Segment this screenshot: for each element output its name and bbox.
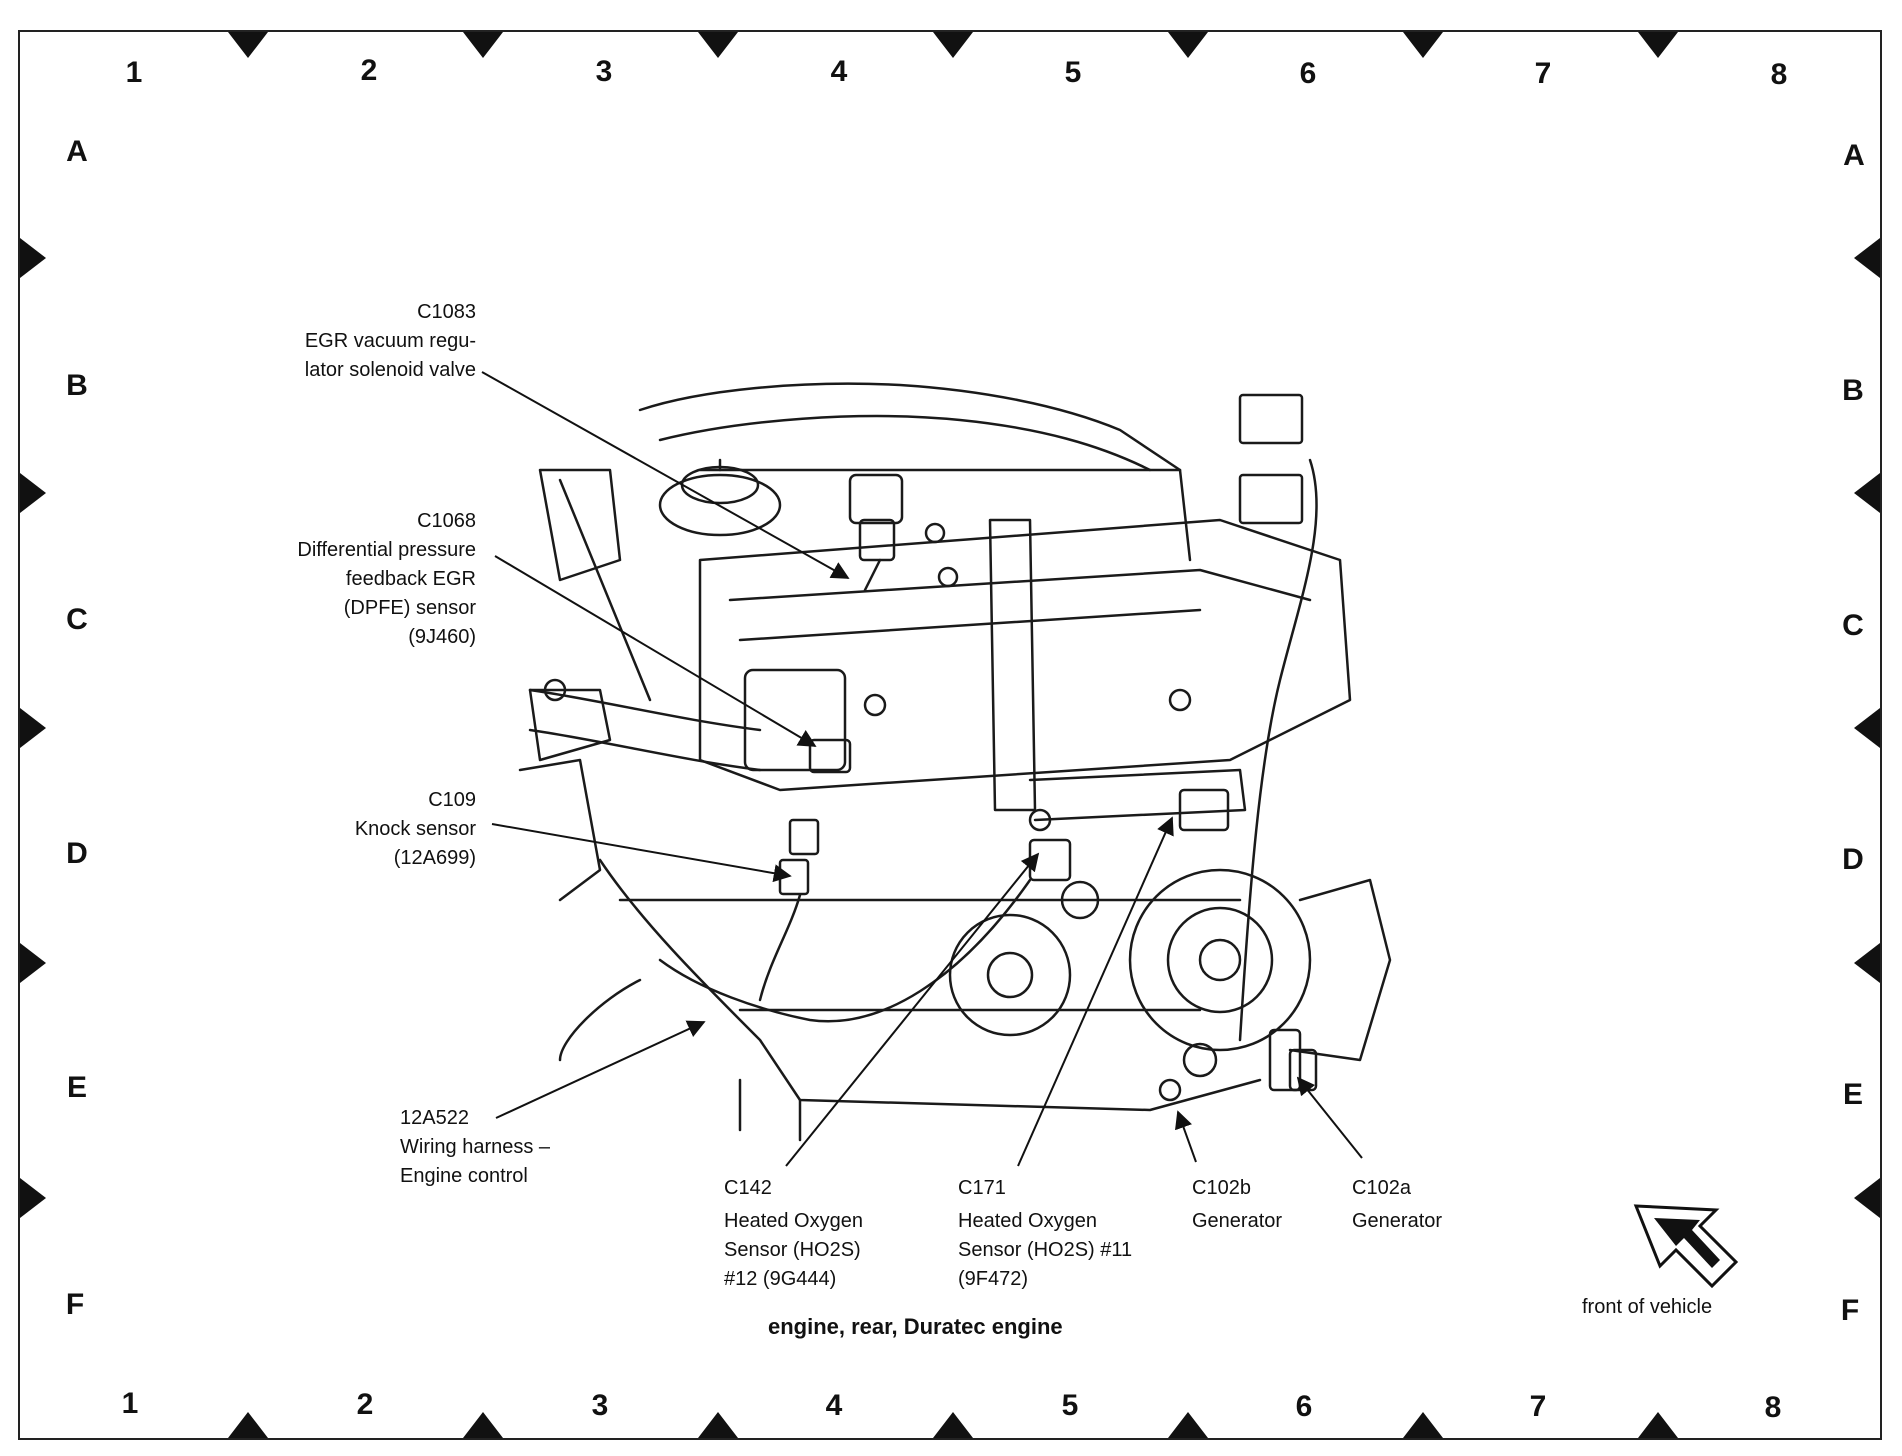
callout-c1068-line-2: feedback EGR bbox=[345, 568, 476, 590]
callout-12a522: 12A522 Wiring harness – Engine control bbox=[400, 1104, 550, 1191]
col-label-bottom-6: 6 bbox=[1295, 1390, 1313, 1423]
row-label-right-c: C bbox=[1842, 609, 1864, 642]
row-label-left-b: B bbox=[66, 369, 88, 402]
diagram-frame bbox=[18, 30, 1882, 1440]
callout-c1068-line-1: Differential pressure bbox=[297, 539, 476, 561]
callout-c109-line-1: Knock sensor bbox=[354, 818, 476, 840]
col-label-top-8: 8 bbox=[1770, 58, 1788, 91]
col-label-bottom-4: 4 bbox=[825, 1389, 843, 1422]
callout-c102b: C102b Generator bbox=[1192, 1174, 1282, 1236]
callout-c102a-line-1: Generator bbox=[1352, 1210, 1443, 1232]
callout-c1083-line-1: EGR vacuum regu- bbox=[304, 330, 476, 352]
callout-c1083-line-2: lator solenoid valve bbox=[304, 359, 476, 381]
callout-c1068-id: C1068 bbox=[417, 510, 476, 532]
callout-c109-id: C109 bbox=[428, 789, 476, 811]
col-label-bottom-1: 1 bbox=[121, 1387, 139, 1420]
callout-c142-id: C142 bbox=[724, 1177, 772, 1199]
col-label-top-2: 2 bbox=[360, 54, 378, 87]
row-label-right-b: B bbox=[1842, 374, 1864, 407]
callout-c142-line-2: Sensor (HO2S) bbox=[724, 1239, 861, 1261]
row-label-right-a: A bbox=[1843, 139, 1865, 172]
col-label-top-5: 5 bbox=[1064, 56, 1082, 89]
row-label-left-e: E bbox=[66, 1071, 87, 1104]
diagram-caption: engine, rear, Duratec engine bbox=[768, 1314, 1063, 1339]
callout-c171-line-1: Heated Oxygen bbox=[958, 1210, 1097, 1232]
callout-c1068: C1068 Differential pressure feedback EGR… bbox=[240, 507, 476, 652]
callout-c1068-line-4: (9J460) bbox=[408, 626, 476, 648]
col-label-top-3: 3 bbox=[595, 55, 613, 88]
callout-c171: C171 Heated Oxygen Sensor (HO2S) #11 (9F… bbox=[958, 1174, 1132, 1294]
grid-markers bbox=[20, 32, 1880, 1438]
front-of-vehicle-label: front of vehicle bbox=[1582, 1296, 1713, 1318]
callout-c171-id: C171 bbox=[958, 1177, 1006, 1199]
callout-12a522-id: 12A522 bbox=[400, 1107, 469, 1129]
callout-c171-line-3: (9F472) bbox=[958, 1268, 1029, 1290]
callout-c142-line-3: #12 (9G444) bbox=[724, 1268, 837, 1290]
callout-c102a-id: C102a bbox=[1352, 1177, 1411, 1199]
row-label-left-a: A bbox=[66, 135, 88, 168]
engine-outline bbox=[518, 382, 1392, 1142]
row-label-right-e: E bbox=[1842, 1078, 1863, 1111]
col-label-top-1: 1 bbox=[125, 56, 143, 89]
callout-c102b-line-1: Generator bbox=[1192, 1210, 1283, 1232]
row-label-left-d: D bbox=[66, 837, 88, 870]
callout-c1083: C1083 EGR vacuum regu- lator solenoid va… bbox=[250, 298, 476, 385]
col-label-top-6: 6 bbox=[1299, 57, 1317, 90]
col-label-top-7: 7 bbox=[1534, 57, 1552, 90]
col-label-bottom-8: 8 bbox=[1764, 1391, 1782, 1424]
row-label-left-c: C bbox=[66, 603, 88, 636]
col-label-bottom-3: 3 bbox=[591, 1389, 609, 1422]
callout-c109: C109 Knock sensor (12A699) bbox=[300, 786, 476, 873]
row-label-right-d: D bbox=[1842, 843, 1864, 876]
col-label-top-4: 4 bbox=[830, 55, 848, 88]
callout-c109-line-2: (12A699) bbox=[393, 847, 476, 869]
front-of-vehicle-arrow-icon bbox=[1633, 1204, 1739, 1289]
callout-c102b-id: C102b bbox=[1192, 1177, 1251, 1199]
callout-c1068-line-3: (DPFE) sensor bbox=[343, 597, 476, 619]
leader-lines bbox=[481, 371, 1363, 1167]
callout-c142: C142 Heated Oxygen Sensor (HO2S) #12 (9G… bbox=[724, 1174, 863, 1294]
callout-c1083-id: C1083 bbox=[417, 301, 476, 323]
row-label-left-f: F bbox=[65, 1288, 85, 1321]
row-label-right-f: F bbox=[1840, 1294, 1860, 1327]
col-label-bottom-2: 2 bbox=[356, 1388, 374, 1421]
callout-12a522-line-1: Wiring harness – bbox=[400, 1136, 551, 1158]
callout-c102a: C102a Generator bbox=[1352, 1174, 1442, 1236]
col-label-bottom-7: 7 bbox=[1529, 1390, 1547, 1423]
callout-c171-line-2: Sensor (HO2S) #11 bbox=[958, 1239, 1133, 1261]
callout-c142-line-1: Heated Oxygen bbox=[724, 1210, 863, 1232]
col-label-bottom-5: 5 bbox=[1061, 1389, 1079, 1422]
callout-12a522-line-2: Engine control bbox=[400, 1165, 528, 1187]
